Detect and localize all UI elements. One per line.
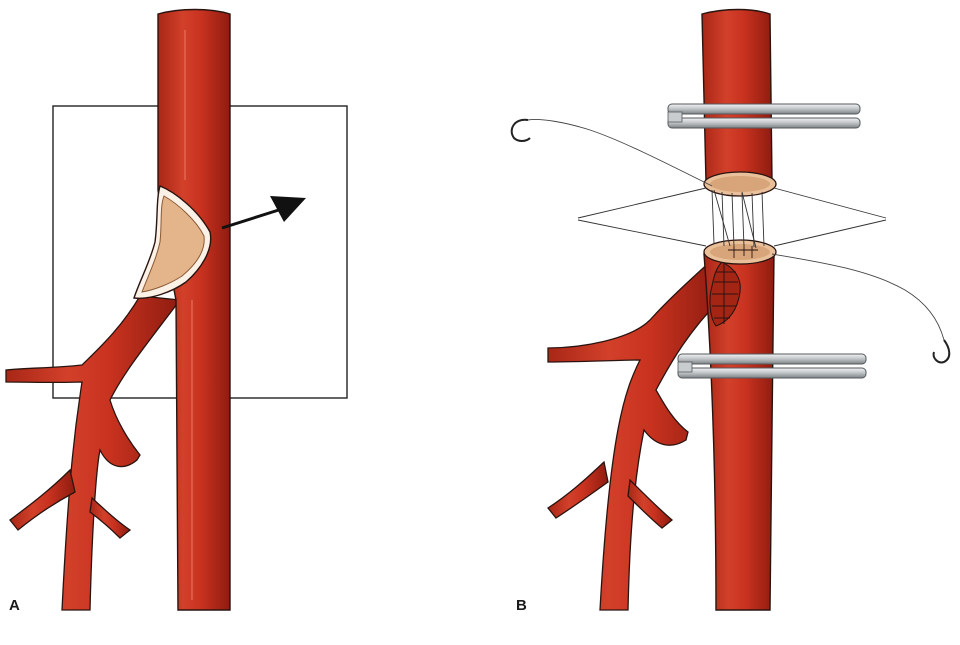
branch-twig-2 [89, 496, 132, 539]
branch-artery-b [547, 258, 721, 611]
suture-needle-icon [510, 118, 531, 142]
patch-stitches [712, 264, 738, 324]
branch-twig-b [547, 460, 609, 519]
lesion-lumen [141, 195, 205, 293]
arrow-icon [221, 196, 306, 230]
main-artery-highlight [184, 30, 193, 600]
vascular-clamp-icon [677, 353, 867, 379]
stay-sutures [577, 187, 887, 247]
panel-b [510, 8, 951, 611]
anastomosis-sutures [711, 189, 765, 249]
branch-twig-b-2 [627, 478, 674, 529]
panel-label-b: B [516, 597, 527, 614]
suture-thread-lower [771, 253, 945, 341]
panel-a [5, 8, 348, 611]
branch-artery [5, 295, 182, 611]
suture-thread-upper [527, 119, 713, 187]
suture-needle-icon [932, 339, 951, 364]
upper-artery-segment [701, 8, 773, 183]
panel-label-a: A [9, 597, 20, 614]
branch-twig [9, 468, 76, 531]
vascular-clamp-icon [667, 103, 861, 129]
